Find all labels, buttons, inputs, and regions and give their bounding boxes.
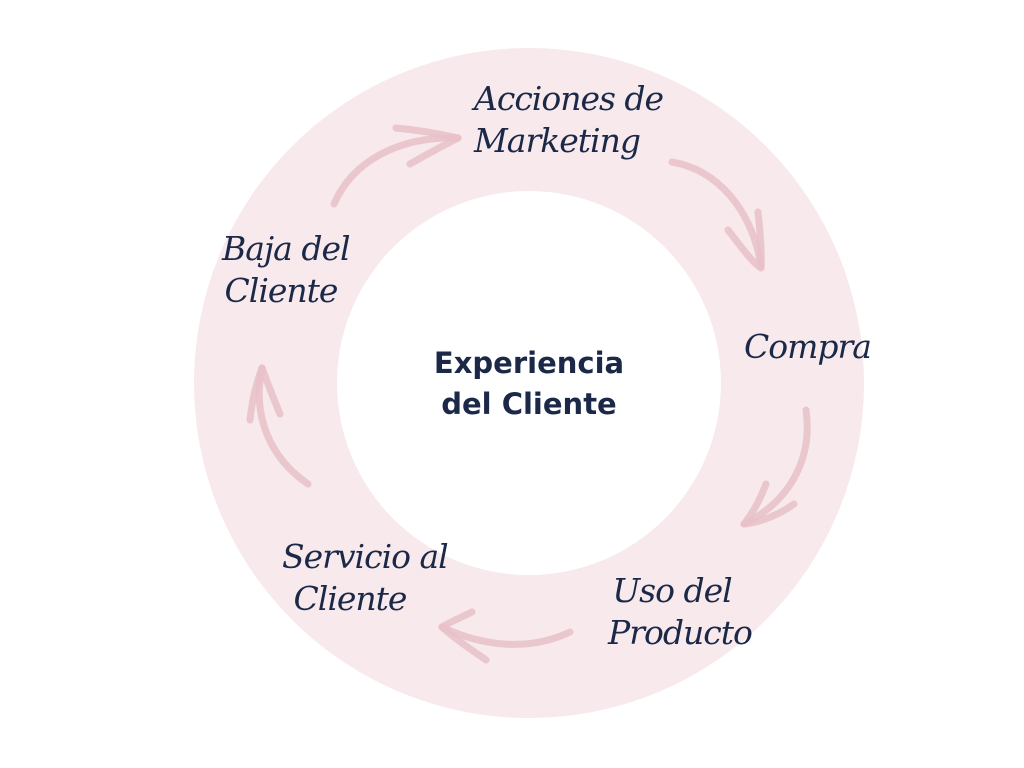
stage-compra: Compra <box>744 326 872 368</box>
center-title-line-1: Experiencia <box>433 346 625 380</box>
stage-label-line: Baja del <box>222 229 351 268</box>
stage-uso-del-producto: Uso del Producto <box>608 570 753 654</box>
stage-label-line: Uso del <box>612 571 732 610</box>
stage-label-line: Cliente <box>224 271 339 310</box>
stage-label-line: Servicio al <box>282 537 449 576</box>
center-circle <box>337 191 721 575</box>
stage-label-line: Marketing <box>474 121 641 160</box>
center-title: Experiencia del Cliente <box>380 343 678 425</box>
arrow-uso-to-servicio <box>438 608 574 664</box>
stage-label-line: Acciones de <box>474 79 664 118</box>
stage-acciones-de-marketing: Acciones de Marketing <box>474 78 664 162</box>
arrow-baja-to-marketing <box>330 124 462 208</box>
arrow-compra-to-uso <box>740 406 811 528</box>
stage-servicio-al-cliente: Servicio al Cliente <box>282 536 449 620</box>
center-title-line-2: del Cliente <box>441 387 617 421</box>
arrow-servicio-to-baja <box>246 364 312 488</box>
stage-label-line: Cliente <box>293 579 408 618</box>
stage-label-line: Compra <box>744 327 872 366</box>
arrow-marketing-to-compra <box>668 158 765 272</box>
stage-baja-del-cliente: Baja del Cliente <box>222 228 351 312</box>
stage-label-line: Producto <box>608 613 753 652</box>
